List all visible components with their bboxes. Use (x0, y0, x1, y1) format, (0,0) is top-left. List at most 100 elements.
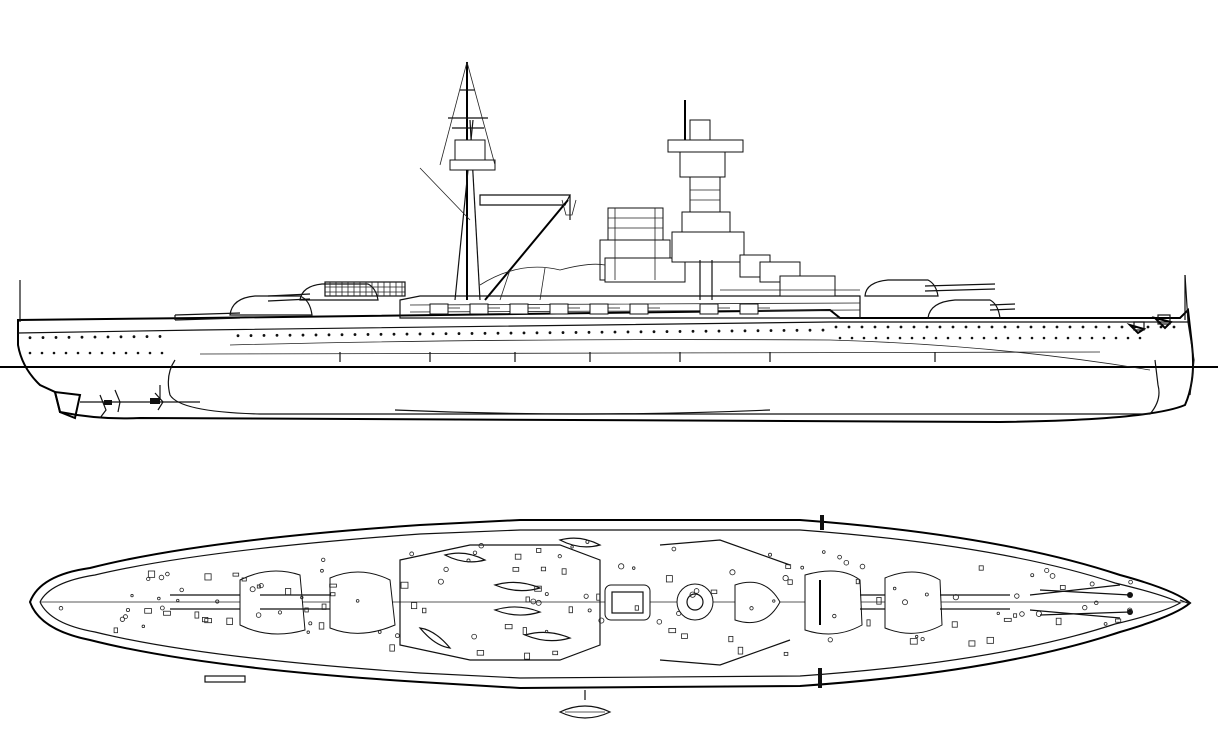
deck-fitting (596, 593, 601, 601)
porthole (838, 336, 842, 340)
deck-fitting (157, 596, 161, 601)
deck-fitting (534, 585, 542, 592)
porthole (379, 332, 383, 336)
turret-x (267, 283, 379, 302)
turret-a (927, 299, 1016, 319)
porthole (470, 332, 474, 335)
porthole (106, 335, 110, 339)
porthole (704, 329, 708, 333)
plan-boat (418, 627, 452, 649)
plan-boat (558, 537, 602, 548)
deck-fitting (618, 563, 625, 570)
boat-crane (479, 194, 577, 301)
porthole (236, 334, 240, 338)
deck-fitting (986, 636, 994, 644)
deck-fitting (952, 594, 959, 601)
plan-booms (204, 515, 824, 688)
deck-fitting (377, 630, 382, 634)
casemate (589, 303, 609, 315)
porthole (982, 336, 986, 340)
hull-casemate-slots (339, 352, 936, 362)
deck-fitting (996, 611, 1000, 615)
deck-fitting (113, 627, 118, 634)
deck-fitting (832, 613, 837, 619)
porthole (28, 336, 32, 340)
plan-boat (443, 552, 487, 563)
porthole (613, 330, 617, 334)
porthole (1172, 325, 1176, 329)
deck-fitting (472, 550, 478, 555)
casemate (549, 303, 569, 315)
deck-fitting (772, 599, 776, 603)
porthole (275, 333, 279, 337)
deck-fitting (141, 624, 146, 629)
porthole (886, 336, 890, 340)
plan-turret-y (170, 570, 306, 635)
porthole (1102, 336, 1106, 340)
porthole (132, 335, 136, 339)
plan-deck-fittings (58, 539, 1133, 660)
deck-fitting (787, 579, 793, 585)
porthole (850, 336, 854, 340)
bulge-line (199, 351, 1101, 355)
porthole (756, 329, 760, 333)
porthole (1126, 336, 1130, 340)
deck-fitting (1019, 611, 1025, 617)
plan-deck-edge (39, 529, 1182, 679)
deck-fitting (1115, 618, 1122, 623)
porthole (587, 330, 591, 334)
deck-fitting (256, 584, 261, 589)
deck-fitting (598, 617, 605, 624)
porthole (847, 325, 851, 329)
porthole (444, 332, 448, 336)
plan-boat (523, 631, 572, 642)
deck-fitting (355, 599, 360, 603)
porthole (1054, 336, 1058, 340)
deck-fitting (728, 635, 734, 643)
deck-fitting (668, 628, 677, 634)
deck-fitting (400, 581, 409, 589)
porthole (834, 325, 838, 329)
porthole (119, 335, 123, 339)
belt-upper-line (229, 339, 1151, 371)
deck-fitting (1014, 593, 1020, 599)
porthole (40, 351, 44, 355)
deck-fitting (1055, 617, 1062, 626)
deck-fitting (159, 605, 165, 611)
porthole (912, 325, 916, 329)
deck-fitting (204, 573, 212, 581)
porthole (124, 351, 128, 355)
deck-fitting (782, 575, 789, 582)
boat-stowage-aft (324, 281, 406, 297)
porthole (652, 330, 656, 334)
porthole (1029, 325, 1033, 329)
deck-fitting (827, 637, 833, 643)
deck-fitting (411, 602, 418, 610)
porthole (994, 336, 998, 340)
porthole (1042, 336, 1046, 340)
deck-fitting (165, 571, 170, 577)
deck-fitting (902, 599, 908, 606)
deck-fitting (300, 595, 304, 600)
porthole (691, 329, 695, 333)
porthole (522, 331, 526, 335)
deck-fitting (1044, 567, 1050, 574)
plan-hull-outline (28, 519, 1192, 690)
deck-fitting (915, 634, 919, 639)
porthole (958, 336, 962, 340)
porthole (1030, 336, 1034, 340)
porthole (80, 335, 84, 339)
casemate (509, 303, 529, 315)
bilge-keel (394, 409, 771, 415)
porthole (54, 336, 58, 339)
porthole (743, 329, 747, 333)
plan-boat (493, 606, 542, 616)
plan-boats (418, 537, 602, 649)
porthole (1094, 325, 1098, 329)
porthole (977, 325, 981, 329)
porthole (67, 335, 71, 339)
porthole (392, 332, 396, 336)
turret-b (864, 279, 996, 297)
porthole (88, 351, 92, 355)
deck-fitting (304, 607, 309, 613)
